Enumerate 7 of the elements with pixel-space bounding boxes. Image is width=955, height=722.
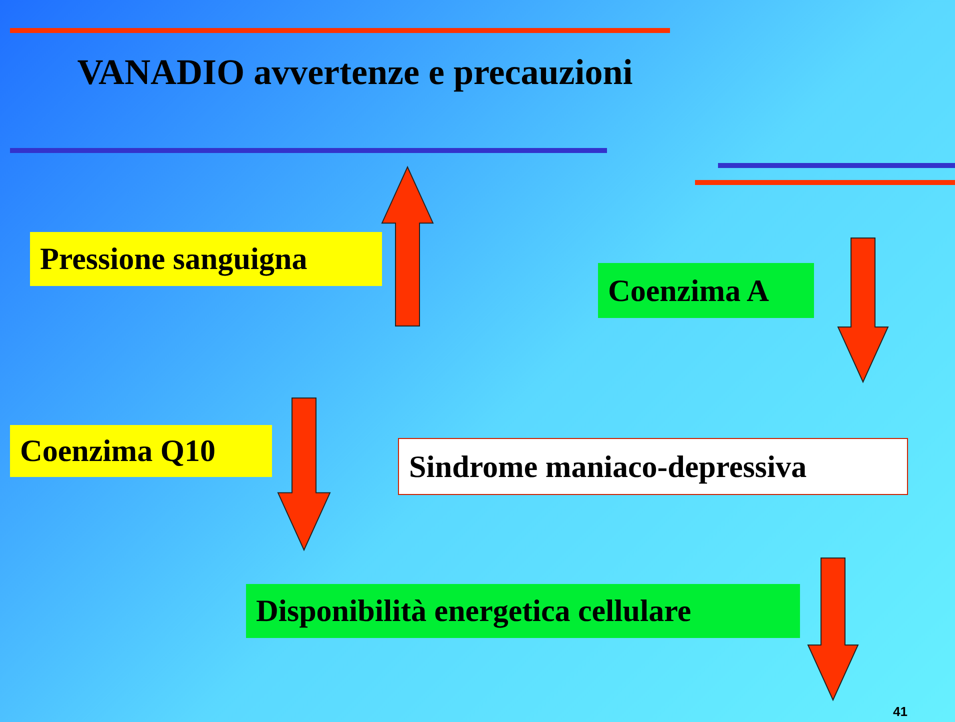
text-box: Coenzima Q10	[10, 425, 272, 477]
text-box: Coenzima A	[598, 263, 814, 318]
text-box: Pressione sanguigna	[30, 232, 382, 286]
text-box: Disponibilità energetica cellulare	[246, 584, 800, 638]
page-number: 41	[893, 704, 908, 719]
text-box: Sindrome maniaco-depressiva	[398, 438, 908, 495]
slide-title: VANADIO avvertenze e precauzioni	[76, 51, 634, 94]
